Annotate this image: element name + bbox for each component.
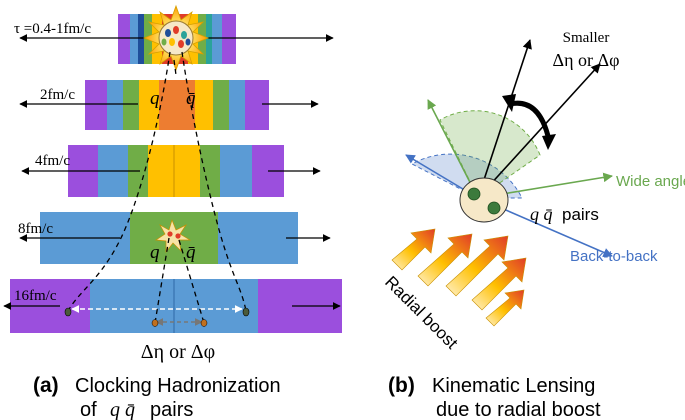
narrowing-arc-head-icon [502,94,516,112]
pair-highlight [483,193,489,199]
hadronization-star-icon [154,218,192,254]
narrowing-arc [509,100,551,137]
smaller-label: Smaller [563,30,610,46]
pairs-label-b: pairs [562,205,599,224]
quark-dot-b [467,187,481,201]
boost-arrow-5-icon [485,289,525,327]
boost-arrow-4-icon [471,257,527,311]
slab-2fm [85,80,269,130]
hadron-inner-left-16fm [151,319,159,327]
caption-b-tag: (b) [388,374,415,397]
qqbar-label-b: q q̄ [530,204,553,224]
wide-angle-label: Wide angle [616,173,685,190]
time-label-4fm: 4fm/c [35,153,70,169]
caption-a-line2-math: q q̄ [110,399,135,420]
boost-arrow-2-icon [417,233,473,287]
caption-b-line2: due to radial boost [436,399,601,420]
slab-4fm [68,145,284,197]
quark-label-2fm: q [150,88,160,109]
caption-a-line1: Clocking Hadronization [75,375,281,397]
back-to-back-label: Back-to-back [570,248,658,265]
qqbar-pair-blob [459,177,509,223]
time-label-2fm: 2fm/c [40,87,75,103]
caption-a-tag: (a) [33,374,59,397]
hadron-right-16fm [242,307,250,317]
delta-label-a: Δη or Δφ [141,341,215,363]
panel-b: Smaller Δη or Δφ Wide angle q q̄ pairs B… [381,30,685,420]
hadron-left-16fm [64,307,72,317]
parton-dots [161,26,191,48]
panel-a: τ =0.4-1fm/c 2fm/c q q̄ [3,4,342,420]
antiquark-dot-b [487,201,501,215]
boost-arrow-1-icon [391,228,436,271]
delta-label-b: Δη or Δφ [553,50,620,70]
wide-angle-cone [439,110,541,199]
time-label-8fm: 8fm/c [18,221,53,237]
wide-angle-arrow-left [427,99,479,199]
hadron-inner-right-16fm [200,319,208,327]
narrow-arrow-left [477,39,532,199]
narrow-arrow-right [477,63,601,199]
boost-arrow-3-icon [445,235,509,297]
caption-a-line2-suffix: pairs [150,399,193,420]
trajectory-lines [67,51,247,324]
quark-dot-8fm [167,231,173,237]
radial-boost-arrows [391,228,527,327]
caption-b-line1: Kinematic Lensing [432,375,595,397]
narrowing-arc-tail-icon [542,134,556,150]
time-label-16fm: 16fm/c [14,288,57,304]
antiquark-label-8fm: q̄ [186,242,196,263]
quark-label-8fm: q [150,242,160,263]
antiquark-label-2fm: q̄ [186,88,196,109]
antiquark-dot-8fm [175,233,181,239]
time-label-tau: τ =0.4-1fm/c [14,21,91,37]
caption-a-line2-prefix: of [80,399,97,420]
